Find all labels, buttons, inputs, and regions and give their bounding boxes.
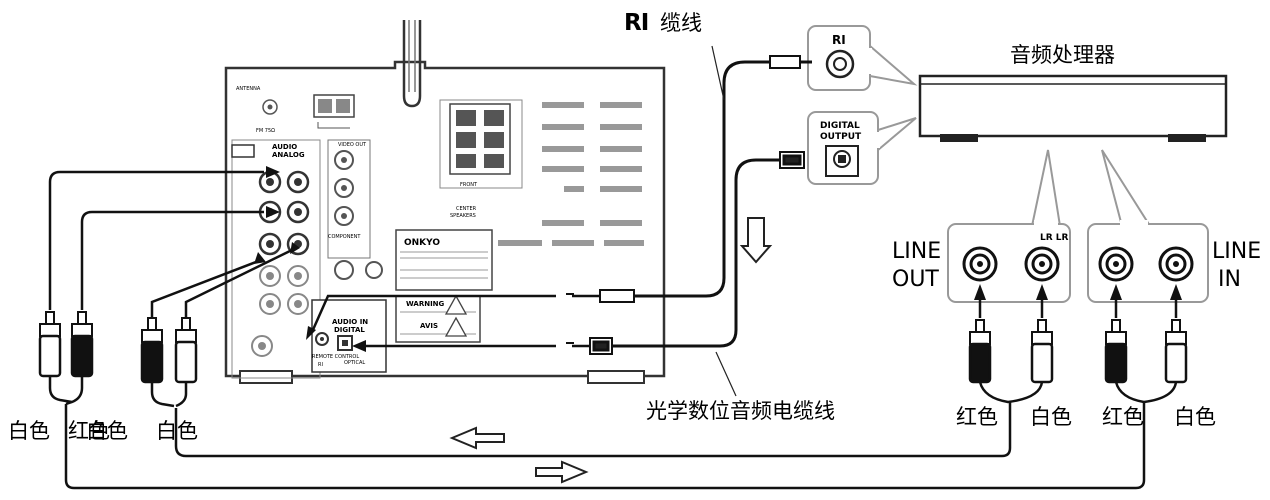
right-red-label-1: 红色 xyxy=(956,405,998,429)
lr-label: LR LR xyxy=(1040,233,1069,243)
left-red-label: 红色 xyxy=(68,419,110,443)
optical-cable-leader xyxy=(715,351,737,397)
rca-plug-group-right-2 xyxy=(1104,319,1188,404)
audio-label: AUDIO xyxy=(272,143,297,151)
ri-cable xyxy=(566,55,812,303)
fm-label: FM 75Ω xyxy=(256,128,275,134)
vent-slots xyxy=(498,102,644,246)
audio-processor xyxy=(918,74,1228,142)
ri-cable-text: 缆线 xyxy=(660,11,702,35)
avis-label: AVIS xyxy=(420,322,438,330)
ri-cable-leader xyxy=(711,45,725,101)
right-white-label-1: 白色 xyxy=(1030,405,1072,429)
rca-plug-group-right-1 xyxy=(968,319,1054,404)
right-cable-arrowheads xyxy=(974,284,1182,300)
loop-cable-lower xyxy=(64,402,1146,490)
audio-processor-label: 音频处理器 xyxy=(1010,43,1115,67)
rca-plug-group-left-1 xyxy=(38,311,94,406)
ri-connection-line xyxy=(310,294,556,333)
center-label: CENTER xyxy=(456,206,477,212)
hollow-left-arrow-icon xyxy=(449,426,505,450)
rca-plug-group-left-2 xyxy=(140,317,198,408)
speaker-terminals: FRONT CENTER SPEAKERS xyxy=(439,99,523,219)
receiver-rear-panel: ANTENNA FM 75Ω FRONT CENTER SPEAKERS xyxy=(224,20,666,384)
digital-output-callout: DIGITAL OUTPUT xyxy=(807,111,917,185)
optical-cable xyxy=(566,151,805,355)
antenna-label: ANTENNA xyxy=(236,86,261,92)
line-out-callout: LR LR xyxy=(947,149,1071,303)
digital-label: DIGITAL xyxy=(334,326,365,334)
component-label: COMPONENT xyxy=(328,234,361,240)
optical-cable-label: 光学数位音频电缆线 xyxy=(646,399,835,423)
hollow-right-arrow-icon xyxy=(535,460,589,484)
left-white-overlap-label: 白色 xyxy=(86,419,128,443)
optical-label: OPTICAL xyxy=(344,360,365,366)
ri-logo: RI xyxy=(624,10,648,36)
warning-label: WARNING xyxy=(406,300,445,308)
digital-output-label-1: DIGITAL xyxy=(820,121,860,131)
loop-cable-upper xyxy=(174,402,1012,458)
rating-plate xyxy=(395,229,493,291)
ri-cable-label: RI 缆线 xyxy=(624,10,702,36)
line-in-callout xyxy=(1087,149,1209,303)
svg-text:SPEAKERS: SPEAKERS xyxy=(450,213,476,219)
digital-output-label-2: OUTPUT xyxy=(820,132,862,142)
left-white-label-2: 白色 xyxy=(156,419,198,443)
line-out-label-2: OUT xyxy=(892,267,939,292)
optical-arrowhead xyxy=(352,340,366,352)
video-out-label: VIDEO OUT xyxy=(338,142,367,148)
ri-callout: RI xyxy=(807,25,918,91)
right-red-label-2: 红色 xyxy=(1102,405,1144,429)
hollow-down-arrow-icon xyxy=(739,217,773,264)
component-jacks xyxy=(334,150,354,226)
left-analog-cables xyxy=(48,170,293,318)
line-in-label-1: LINE xyxy=(1212,239,1261,264)
receiver-ri-label: RI xyxy=(318,362,323,368)
analog-label: ANALOG xyxy=(272,151,305,159)
front-label: FRONT xyxy=(460,182,478,188)
left-white-label-1: 白色 xyxy=(8,419,50,443)
right-white-label-2: 白色 xyxy=(1174,405,1216,429)
line-out-label-1: LINE xyxy=(892,239,941,264)
remote-control-label: REMOTE CONTROL xyxy=(312,354,359,360)
audio-in-label: AUDIO IN xyxy=(332,318,368,326)
line-in-label-2: IN xyxy=(1218,267,1241,292)
brand-label: ONKYO xyxy=(404,238,440,248)
left-cable-arrowheads xyxy=(254,166,300,264)
audio-jacks xyxy=(251,170,310,357)
ri-jack-label: RI xyxy=(832,33,846,47)
